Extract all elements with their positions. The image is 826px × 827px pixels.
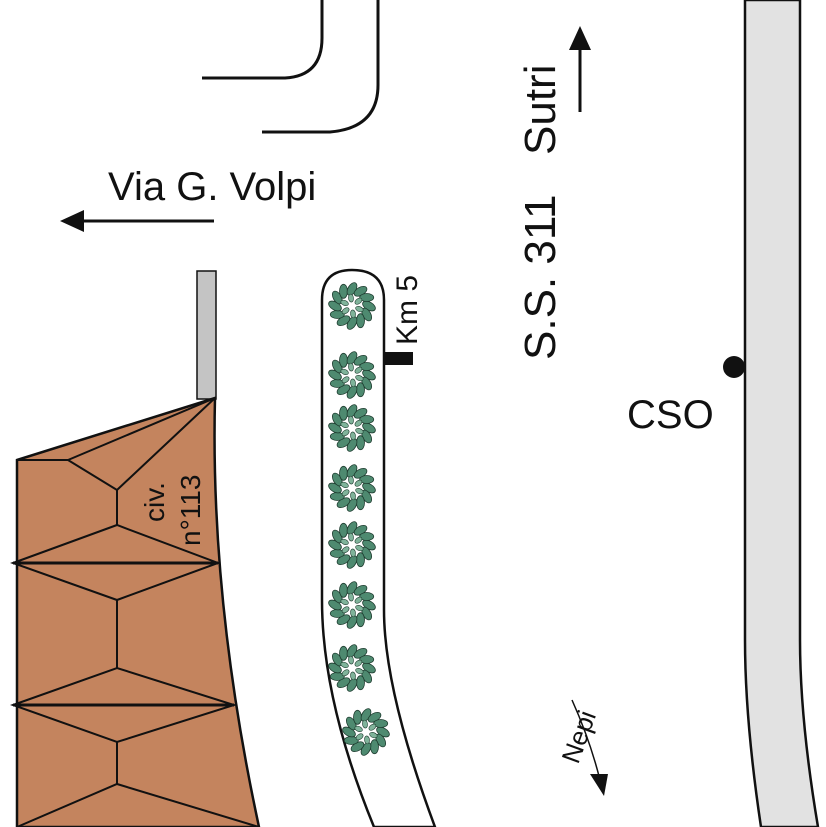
civ-label-group: civ.: [139, 482, 170, 522]
tree-icon: [328, 464, 376, 512]
ss311-label: S.S. 311: [516, 194, 565, 360]
nepi-arrow-icon: [571, 699, 608, 796]
km-marker: [383, 352, 413, 365]
cso-marker: [723, 356, 745, 378]
via-volpi-road-edge-outer: [262, 0, 380, 134]
sutri-arrow-icon: [569, 26, 591, 112]
via-volpi-arrow-icon: [60, 210, 214, 232]
tree-icon: [328, 521, 376, 569]
tree-icon: [328, 581, 376, 629]
civ-label: civ.: [139, 482, 170, 522]
civ-number-group: n°113: [175, 475, 206, 546]
km5-label: Km 5: [391, 275, 424, 345]
tree-row: [328, 282, 390, 756]
sutri-label-group: Sutri: [516, 65, 565, 155]
gate-post: [196, 270, 217, 400]
via-volpi-label: Via G. Volpi: [108, 165, 316, 209]
tree-icon: [328, 644, 376, 692]
km5-label-group: Km 5: [391, 275, 424, 345]
sutri-label: Sutri: [516, 65, 565, 155]
ss311-label-group: S.S. 311: [516, 194, 565, 360]
tree-icon: [328, 404, 376, 452]
cso-label: CSO: [627, 393, 714, 437]
building-civ-113: [10, 396, 261, 827]
via-volpi-road-edge-inner: [202, 0, 324, 80]
tree-icon: [328, 282, 376, 330]
tree-icon: [328, 351, 376, 399]
tree-icon: [342, 708, 390, 756]
civ-number-label: n°113: [175, 475, 206, 546]
ss311-road: [743, 0, 820, 827]
